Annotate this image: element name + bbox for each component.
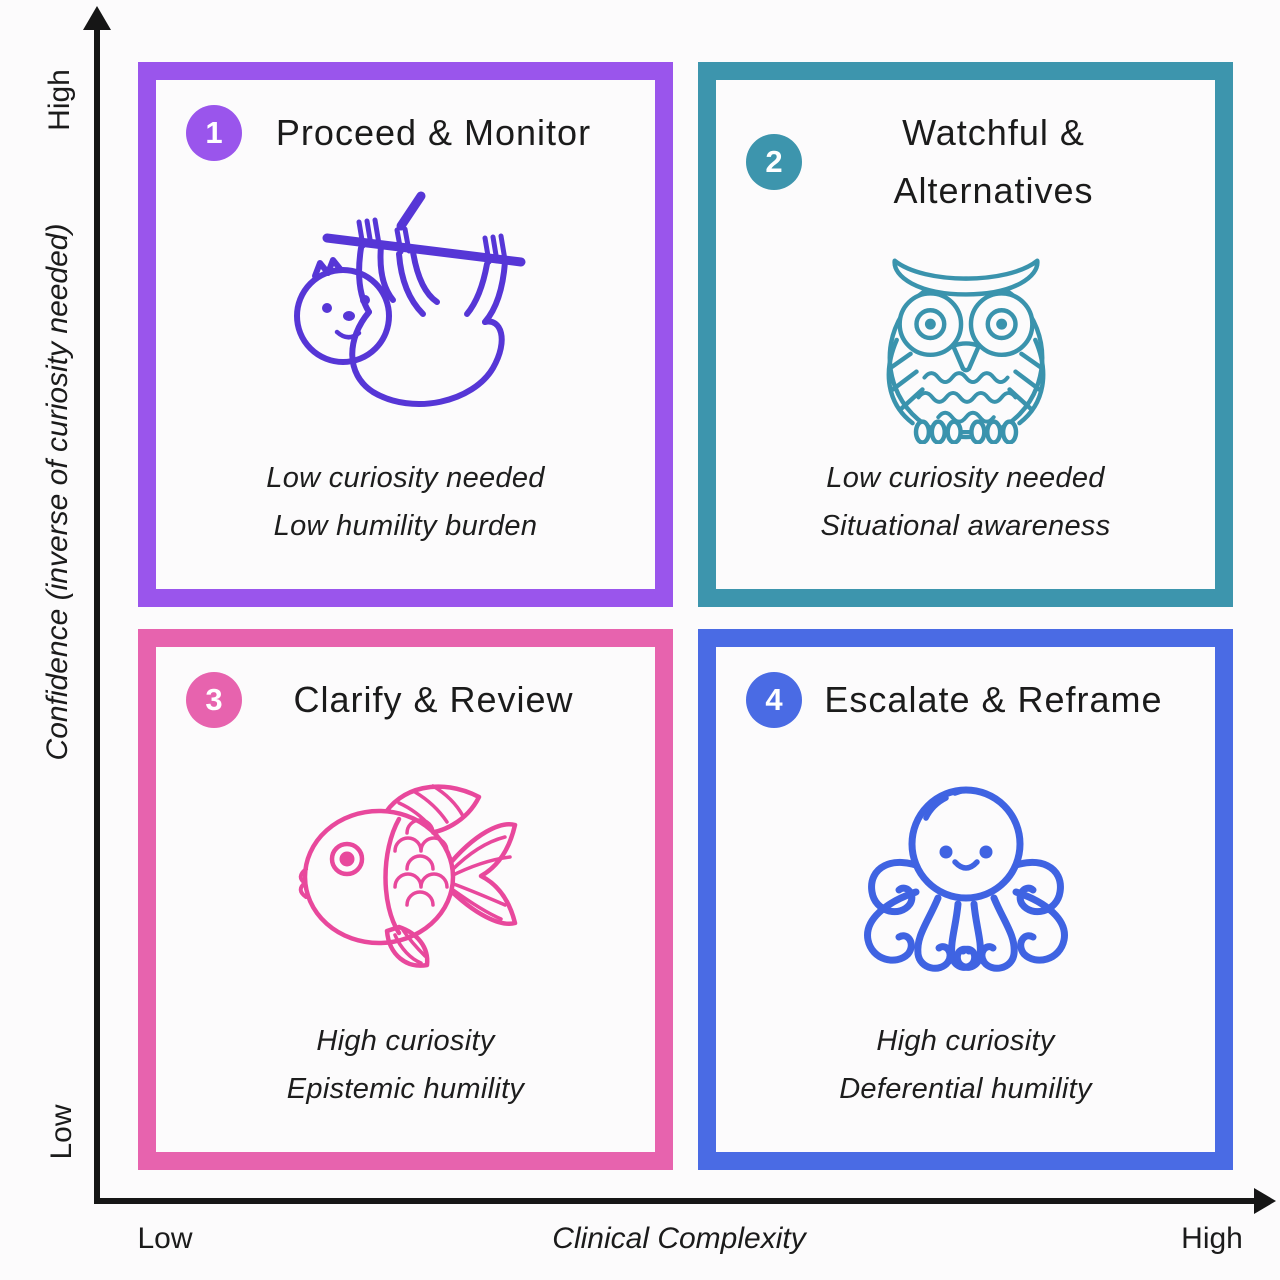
x-axis-line bbox=[94, 1198, 1264, 1204]
quadrant-2-watchful-alternatives: 2 Watchful & Alternatives bbox=[698, 62, 1233, 607]
y-axis-arrow-icon bbox=[83, 6, 111, 30]
quadrant-2-title: Watchful & Alternatives bbox=[893, 112, 1094, 211]
quadrant-4-title: Escalate & Reframe bbox=[824, 679, 1163, 720]
quadrant-3-header: 3 Clarify & Review bbox=[172, 671, 639, 729]
quadrant-4-escalate-reframe: 4 Escalate & Reframe bbox=[698, 629, 1233, 1170]
quadrant-2-number-badge: 2 bbox=[746, 133, 802, 190]
quadrant-3-number-badge: 3 bbox=[186, 671, 242, 728]
quadrant-2-header: 2 Watchful & Alternatives bbox=[732, 104, 1199, 219]
sloth-icon bbox=[172, 162, 639, 456]
quadrant-3-clarify-review: 3 Clarify & Review bbox=[138, 629, 673, 1170]
quadrant-1-proceed-monitor: 1 Proceed & Monitor bbox=[138, 62, 673, 607]
quadrant-2-desc-line1: Low curiosity needed bbox=[826, 462, 1105, 495]
quadrant-2-description: Low curiosity needed Situational awarene… bbox=[820, 455, 1110, 551]
quadrant-1-desc-line1: Low curiosity needed bbox=[266, 462, 545, 495]
quadrant-3-title: Clarify & Review bbox=[293, 679, 574, 720]
quadrant-3-description: High curiosity Epistemic humility bbox=[287, 1018, 524, 1114]
quadrant-1-header: 1 Proceed & Monitor bbox=[172, 104, 639, 162]
x-axis-low-label: Low bbox=[137, 1222, 193, 1255]
y-axis-high-label: High bbox=[43, 69, 76, 131]
quadrant-4-header: 4 Escalate & Reframe bbox=[732, 671, 1199, 729]
quadrant-4-desc-line1: High curiosity bbox=[876, 1025, 1055, 1058]
quadrant-3-desc-line1: High curiosity bbox=[316, 1025, 495, 1058]
y-axis-title: Confidence (inverse of curiosity needed) bbox=[41, 223, 74, 761]
octopus-icon bbox=[732, 729, 1199, 1019]
fish-icon bbox=[172, 729, 639, 1019]
y-axis-line bbox=[94, 26, 100, 1204]
owl-icon bbox=[732, 219, 1199, 455]
quadrant-1-desc-line2: Low humility burden bbox=[273, 510, 538, 543]
quadrant-1-title: Proceed & Monitor bbox=[275, 112, 592, 153]
x-axis-title: Clinical Complexity bbox=[552, 1222, 806, 1255]
quadrant-4-desc-line2: Deferential humility bbox=[839, 1073, 1092, 1106]
x-axis-arrow-icon bbox=[1254, 1188, 1276, 1214]
quadrant-1-number-badge: 1 bbox=[186, 104, 242, 161]
quadrant-4-number-badge: 4 bbox=[746, 671, 802, 728]
quadrant-2-desc-line2: Situational awareness bbox=[820, 510, 1111, 543]
quadrant-3-desc-line2: Epistemic humility bbox=[286, 1073, 525, 1106]
y-axis-low-label: Low bbox=[45, 1104, 78, 1160]
x-axis-high-label: High bbox=[1181, 1222, 1243, 1255]
quadrant-4-description: High curiosity Deferential humility bbox=[839, 1018, 1092, 1114]
quadrant-1-description: Low curiosity needed Low humility burden bbox=[266, 455, 544, 551]
